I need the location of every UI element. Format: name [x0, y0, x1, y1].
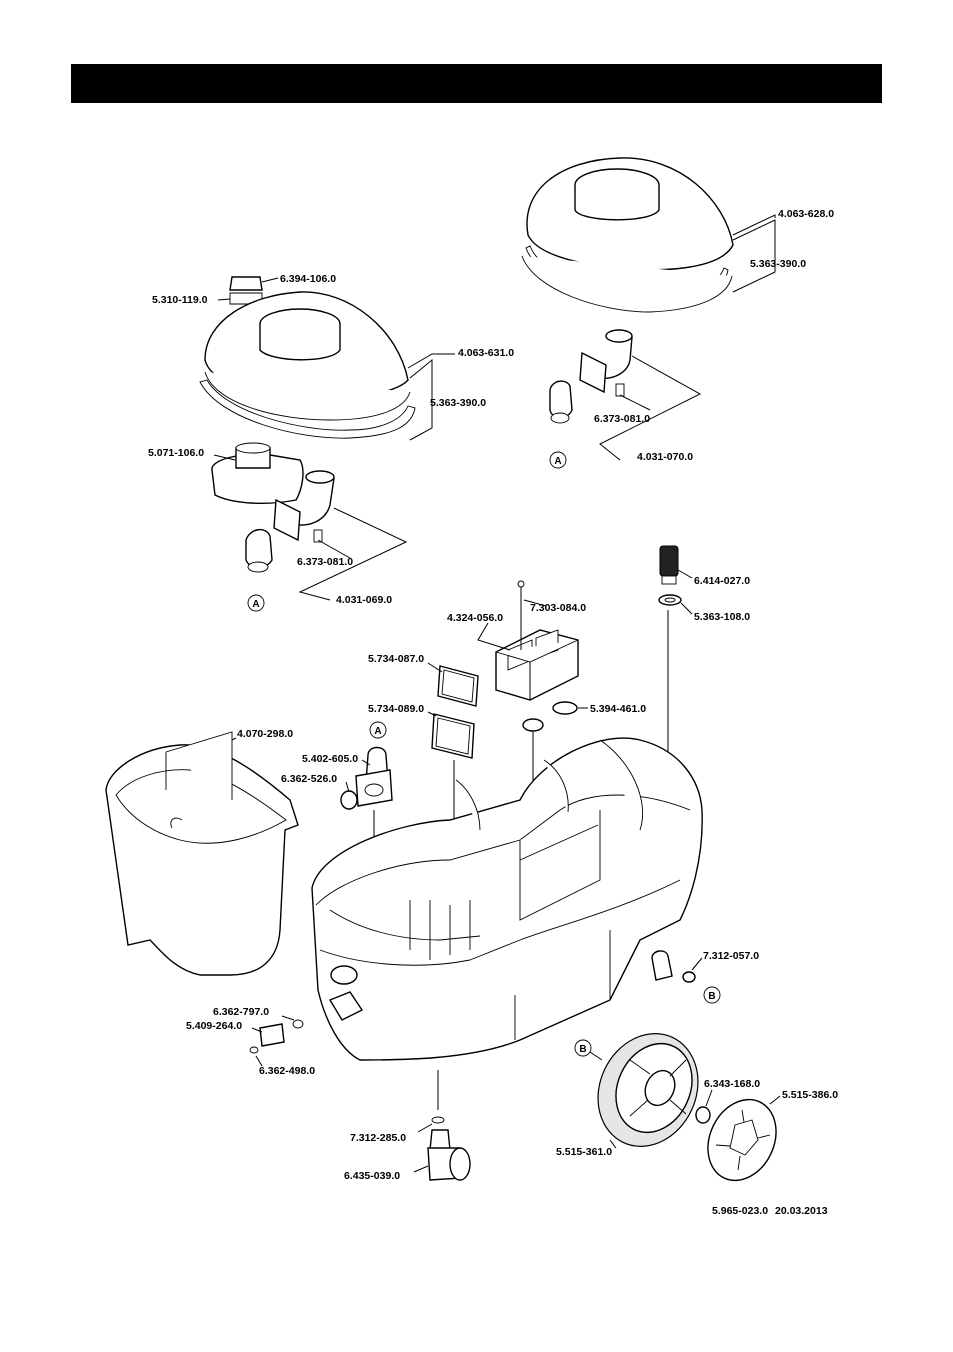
leader-4031069: [298, 507, 408, 601]
leader-5310119: [217, 298, 231, 301]
nut-6343168: [695, 1106, 711, 1124]
switch-panel: [495, 629, 579, 701]
label-5515361: 5.515-361.0: [556, 1146, 612, 1158]
lid-right: [521, 157, 734, 313]
castor-6435039: [427, 1129, 471, 1181]
leader-4063628: [732, 214, 776, 236]
leader-7303084: [523, 599, 547, 607]
label-4031070: 4.031-070.0: [637, 451, 693, 463]
leader-6373081-right: [619, 394, 651, 411]
label-6435039: 6.435-039.0: [344, 1170, 400, 1182]
label-4324056: 4.324-056.0: [447, 612, 503, 624]
leader-5363108: [680, 602, 693, 615]
label-6373081-left: 6.373-081.0: [297, 556, 353, 568]
label-5734089: 5.734-089.0: [368, 703, 424, 715]
label-7303084: 7.303-084.0: [530, 602, 586, 614]
label-5394461: 5.394-461.0: [590, 703, 646, 715]
leader-lid-bracket-right: [732, 219, 776, 293]
leader-7312285: [417, 1123, 433, 1133]
ref-b-right-label: B: [708, 991, 715, 1002]
label-5409264: 5.409-264.0: [186, 1020, 242, 1032]
label-6362797: 6.362-797.0: [213, 1006, 269, 1018]
nozzle-6414027: [658, 545, 682, 606]
ref-b-right: [703, 986, 721, 1004]
leader-ref-b: [589, 1051, 603, 1061]
ref-a-right-label: A: [554, 456, 561, 467]
dirty-water-bucket: [105, 731, 299, 976]
drain-fitting: [249, 1019, 304, 1054]
label-5363390-left: 5.363-390.0: [430, 397, 486, 409]
doc-number: 5.965-023.0: [712, 1205, 769, 1217]
label-4070298: 4.070-298.0: [237, 728, 293, 740]
label-5310119: 5.310-119.0: [152, 294, 208, 306]
leader-6343168: [705, 1089, 713, 1107]
label-5363108: 5.363-108.0: [694, 611, 750, 623]
leader-6362526: [345, 781, 350, 793]
ref-b-left: [574, 1039, 592, 1057]
leader-5409264: [251, 1027, 263, 1033]
hubcap-5515386: [707, 1098, 777, 1182]
lid-left: [199, 276, 416, 439]
screw-7303084: [517, 580, 525, 640]
document-footer: 5.965-023.0 20.03.2013: [712, 1205, 832, 1217]
ref-a-left: [247, 594, 265, 612]
label-6373081-right: 6.373-081.0: [594, 413, 650, 425]
leader-4070298: [231, 737, 237, 741]
wheel-5515361: [597, 1033, 699, 1147]
label-5071106: 5.071-106.0: [148, 447, 204, 459]
leader-6414027: [677, 569, 693, 579]
leader-5515386: [769, 1095, 781, 1105]
leader-4324056: [477, 622, 511, 651]
main-tank-body: [311, 737, 703, 1061]
filter-5734087: [437, 665, 479, 707]
label-5402605: 5.402-605.0: [302, 753, 358, 765]
ref-a-right: [549, 451, 567, 469]
ref-a-mid-label: A: [374, 726, 381, 737]
label-4063631: 4.063-631.0: [458, 347, 514, 359]
leader-6435039: [413, 1165, 429, 1173]
leader-7312057: [691, 957, 703, 971]
label-6394106: 6.394-106.0: [280, 273, 336, 285]
leader-lid-bracket-left: [409, 358, 433, 441]
label-5363390-right: 5.363-390.0: [750, 258, 806, 270]
label-4031069: 4.031-069.0: [336, 594, 392, 606]
knob-5394461: [522, 701, 578, 732]
connector-5402605: [355, 746, 393, 807]
leader-4031070: [599, 355, 702, 461]
label-6362526: 6.362-526.0: [281, 773, 337, 785]
label-7312285: 7.312-285.0: [350, 1132, 406, 1144]
label-5515386: 5.515-386.0: [782, 1089, 838, 1101]
ref-b-left-label: B: [579, 1044, 586, 1055]
ref-a-mid: [369, 721, 387, 739]
filter-5734089: [431, 713, 475, 759]
leader-6362797: [281, 1015, 295, 1021]
header-bar: [71, 64, 882, 103]
elbow-pipe-left: [245, 470, 335, 573]
leader-6373081-left: [317, 539, 351, 559]
washer-7312057: [682, 971, 696, 983]
doc-date: 20.03.2013: [774, 1205, 828, 1217]
seal-6362526: [340, 790, 358, 810]
label-5734087: 5.734-087.0: [368, 653, 424, 665]
ref-a-left-label: A: [252, 599, 259, 610]
leader-5402605: [361, 759, 371, 766]
leader-4063631: [407, 353, 455, 369]
label-7312057: 7.312-057.0: [703, 950, 759, 962]
leader-6394106: [261, 277, 279, 283]
leader-5071106: [213, 454, 236, 461]
elbow-pipe-right: [549, 329, 633, 424]
label-6414027: 6.414-027.0: [694, 575, 750, 587]
leader-5734089: [427, 711, 437, 717]
label-4063628: 4.063-628.0: [778, 208, 834, 220]
label-6343168: 6.343-168.0: [704, 1078, 760, 1090]
label-6362498: 6.362-498.0: [259, 1065, 315, 1077]
leader-6362498: [255, 1055, 263, 1067]
washer-7312285: [431, 1116, 445, 1124]
leader-5734087: [427, 662, 443, 673]
float-assembly: [211, 442, 304, 504]
leader-5515361: [609, 1139, 617, 1149]
